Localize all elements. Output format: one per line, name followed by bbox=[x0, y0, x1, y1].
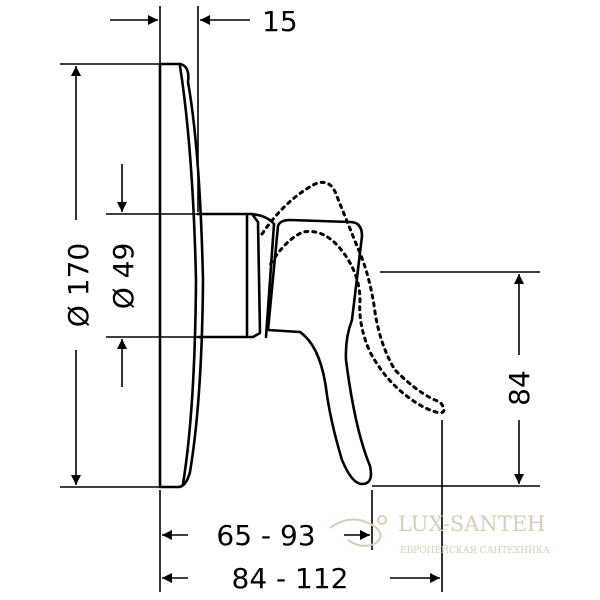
watermark-tagline: ЕВРОПЕЙСКАЯ САНТЕХНИКА bbox=[400, 544, 550, 556]
dimension-lines bbox=[60, 6, 540, 592]
watermark-brand: LUX-SANTEH bbox=[398, 512, 545, 536]
cover-plate-outline bbox=[158, 62, 205, 489]
dim-15-label: 15 bbox=[262, 5, 298, 38]
collar-outline bbox=[250, 212, 276, 339]
lever-open-outline bbox=[260, 180, 446, 415]
watermark-logo-icon bbox=[329, 515, 387, 547]
mixer-body bbox=[158, 62, 373, 489]
lever-outline bbox=[266, 218, 373, 486]
cover-plate-inner-edge bbox=[178, 64, 198, 486]
dim-65-93-label: 65 - 93 bbox=[216, 519, 315, 552]
dim-170-label: Ø 170 bbox=[62, 243, 95, 327]
hub-outline bbox=[196, 212, 262, 339]
lever-open-position bbox=[260, 180, 446, 415]
dim-84-112-label: 84 - 112 bbox=[232, 562, 349, 595]
dim-49-label: Ø 49 bbox=[107, 243, 140, 310]
dim-84-label: 84 bbox=[503, 370, 536, 406]
watermark: LUX-SANTEH ЕВРОПЕЙСКАЯ САНТЕХНИКА bbox=[329, 512, 550, 556]
